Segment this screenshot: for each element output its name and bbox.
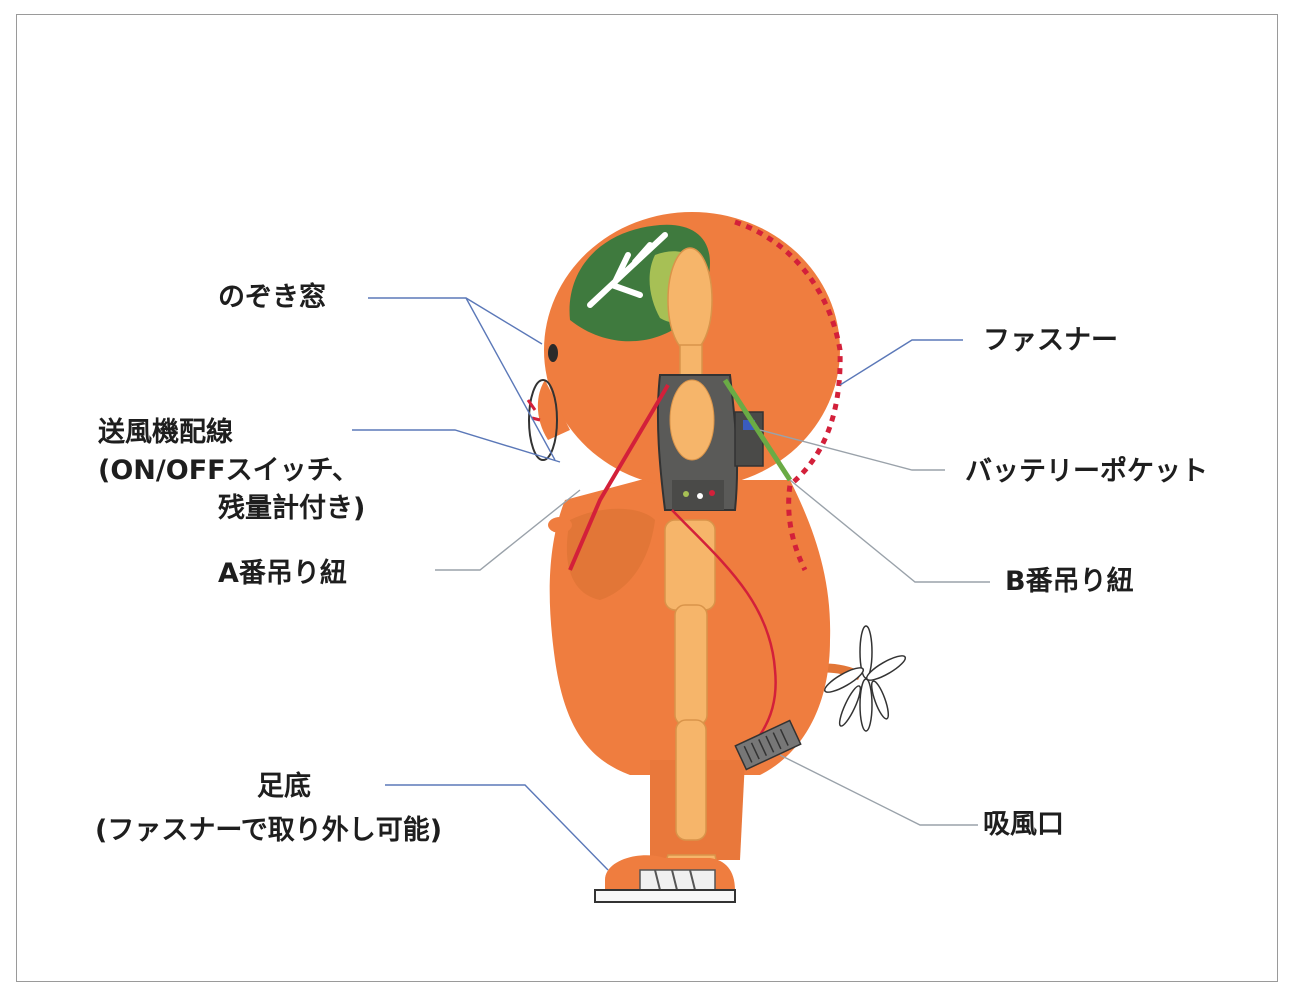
label-strap-b: B番吊り紐: [1005, 566, 1134, 597]
sole: [594, 855, 736, 903]
strap-a: [568, 383, 670, 571]
leader-lines: [352, 297, 990, 871]
flower-tail: [823, 625, 907, 732]
label-sole: 足底 (ファスナーで取り外し可能): [95, 771, 443, 846]
strap-b: [722, 378, 793, 482]
costume-arm: [566, 508, 655, 600]
air-intake: [734, 719, 802, 771]
label-strap-a: A番吊り紐: [218, 558, 347, 589]
label-battery-pocket: バッテリーポケット: [965, 456, 1208, 487]
diagram-frame: [16, 14, 1278, 982]
battery-vest: [656, 374, 764, 511]
peephole-window: [528, 379, 558, 461]
label-peephole: のぞき窓: [218, 282, 326, 313]
fan-wiring: [671, 509, 777, 736]
label-fan-wiring: 送風機配線 (ON/OFFスイッチ、 残量計付き): [98, 417, 366, 524]
label-air-intake: 吸風口: [983, 809, 1064, 840]
zipper-line: [734, 219, 843, 572]
eye-icon: [548, 344, 558, 362]
label-zipper: ファスナー: [983, 325, 1118, 356]
